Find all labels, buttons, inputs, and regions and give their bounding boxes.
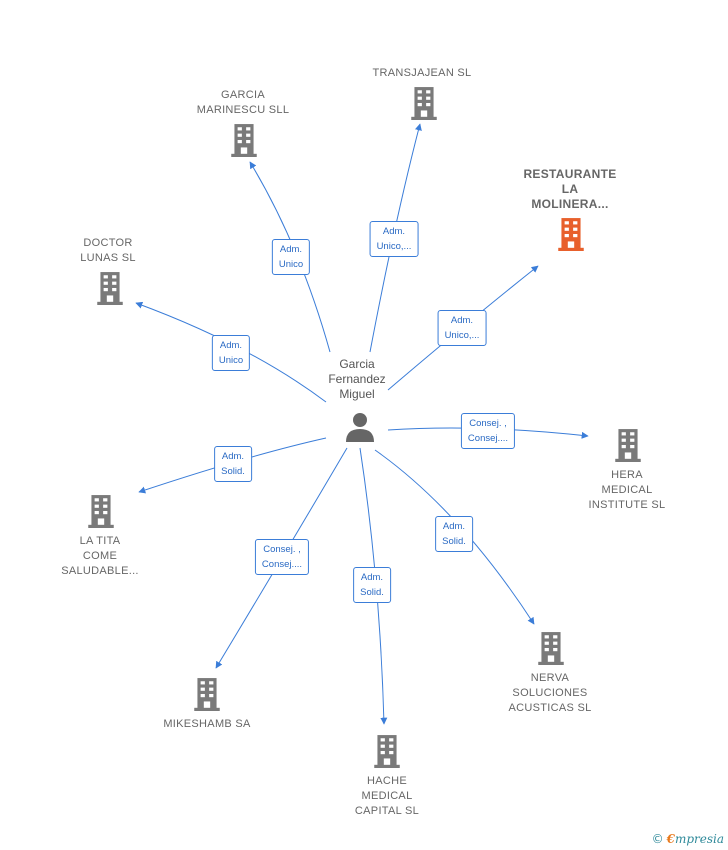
company-label-restaurante[interactable]: RESTAURANTE LA MOLINERA... xyxy=(523,167,617,211)
company-label-garcia-marinescu[interactable]: GARCIA MARINESCU SLL xyxy=(196,89,290,116)
company-label-hache[interactable]: HACHE MEDICAL CAPITAL SL xyxy=(354,775,420,817)
building-icon-restaurante[interactable] xyxy=(558,218,584,251)
building-icon-hache[interactable] xyxy=(374,735,400,768)
company-label-nerva[interactable]: NERVA SOLUCIONES ACUSTICAS SL xyxy=(508,672,592,714)
copyright-symbol: © xyxy=(651,832,664,846)
relation-badge-doctor-lunas[interactable]: Adm. Unico xyxy=(211,335,251,371)
relation-badge-nerva[interactable]: Adm. Solid. xyxy=(435,516,473,552)
relation-badge-la-tita[interactable]: Adm. Solid. xyxy=(214,446,252,482)
company-label-hera[interactable]: HERA MEDICAL INSTITUTE SL xyxy=(588,469,666,511)
person-icon xyxy=(346,413,374,442)
relation-badge-hache[interactable]: Adm. Solid. xyxy=(353,567,391,603)
building-icon-nerva[interactable] xyxy=(538,632,564,665)
building-icon-mikeshamb[interactable] xyxy=(194,678,220,711)
company-label-mikeshamb[interactable]: MIKESHAMB SA xyxy=(163,718,251,730)
center-person-label[interactable]: Garcia Fernandez Miguel xyxy=(328,357,386,401)
relation-badge-restaurante[interactable]: Adm. Unico,... xyxy=(437,310,487,346)
company-label-transjajean[interactable]: TRANSJAJEAN SL xyxy=(372,67,472,79)
brand-logo-initial: € xyxy=(666,832,675,846)
building-icon-transjajean[interactable] xyxy=(411,87,437,120)
building-icon-garcia-marinescu[interactable] xyxy=(231,124,257,157)
relation-badge-mikeshamb[interactable]: Consej. , Consej.... xyxy=(254,539,310,575)
relation-badge-transjajean[interactable]: Adm. Unico,... xyxy=(369,221,419,257)
brand-footer: ©€mpresia xyxy=(652,832,724,846)
relation-badge-hera[interactable]: Consej. , Consej.... xyxy=(460,413,516,449)
building-icon-doctor-lunas[interactable] xyxy=(97,272,123,305)
building-icon-la-tita[interactable] xyxy=(88,495,114,528)
relation-badge-garcia-marinescu[interactable]: Adm. Unico xyxy=(271,239,311,275)
building-icon-hera[interactable] xyxy=(615,429,641,462)
brand-logo-text: mpresia xyxy=(674,832,724,846)
company-label-doctor-lunas[interactable]: DOCTOR LUNAS SL xyxy=(80,237,136,264)
company-label-la-tita[interactable]: LA TITA COME SALUDABLE... xyxy=(61,535,139,577)
